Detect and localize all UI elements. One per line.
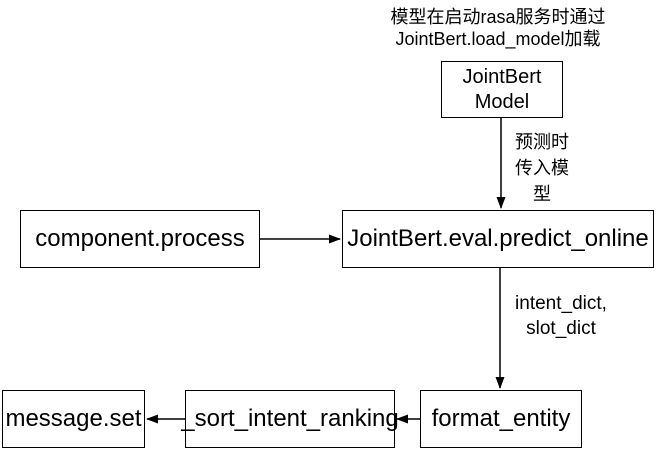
- node-format-entity-label: format_entity: [431, 404, 571, 432]
- node-component-process-label: component.process: [35, 224, 245, 252]
- edge-label-predict-input-line1: 预测时: [515, 132, 569, 152]
- node-component-process: component.process: [20, 210, 260, 268]
- edge-label-predict-input-line2: 传入模: [515, 158, 569, 178]
- load-model-annotation-line2: JointBert.load_model加载: [395, 29, 601, 49]
- edge-label-predict-outputs-line1: intent_dict,: [515, 293, 607, 314]
- node-jointbert-model: JointBert Model: [441, 61, 563, 118]
- node-jointbert-model-label-line2: Model: [474, 90, 530, 113]
- edge-label-predict-input: 预测时 传入模 型: [503, 129, 581, 207]
- node-sort-intent-ranking-label: _sort_intent_ranking: [181, 404, 399, 432]
- load-model-annotation-line1: 模型在启动rasa服务时通过: [390, 7, 606, 27]
- node-predict-online: JointBert.eval.predict_online: [342, 210, 654, 268]
- node-message-set-label: message.set: [5, 404, 142, 432]
- node-sort-intent-ranking: _sort_intent_ranking: [181, 390, 399, 448]
- node-predict-online-label: JointBert.eval.predict_online: [347, 224, 649, 252]
- edge-label-predict-input-line3: 型: [533, 184, 551, 204]
- edge-label-predict-outputs-line2: slot_dict: [526, 318, 596, 339]
- node-format-entity: format_entity: [420, 390, 582, 448]
- node-message-set: message.set: [2, 390, 145, 448]
- node-jointbert-model-label-line1: JointBert: [462, 65, 542, 88]
- load-model-annotation: 模型在启动rasa服务时通过 JointBert.load_model加载: [337, 6, 659, 50]
- edge-label-predict-outputs: intent_dict, slot_dict: [509, 291, 613, 341]
